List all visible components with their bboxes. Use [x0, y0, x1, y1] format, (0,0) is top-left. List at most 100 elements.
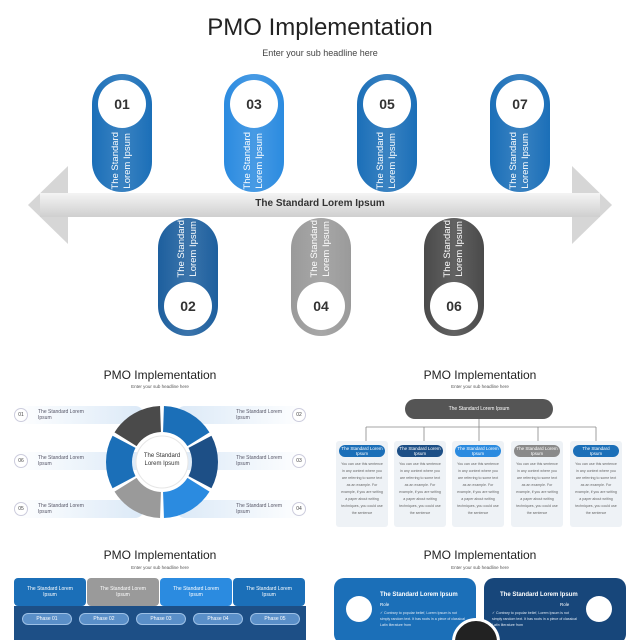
card-header: The Standard Lorem Ipsum — [397, 445, 443, 457]
phase-header: The Standard Lorem Ipsum — [14, 578, 86, 606]
page-title: PMO Implementation — [207, 14, 433, 41]
side-item: The Standard Lorem Ipsum 04 — [176, 500, 306, 518]
step-text-wrap: The Standard Lorem Ipsum — [424, 218, 484, 280]
step-text: The Standard Lorem Ipsum — [110, 132, 133, 190]
step-pill: 02 The Standard Lorem Ipsum — [158, 218, 218, 336]
cycle-segment — [114, 477, 161, 518]
role-title: The Standard Lorem Ipsum — [500, 592, 578, 598]
step-number: 02 — [164, 282, 212, 330]
side-text: The Standard Lorem Ipsum — [236, 503, 282, 515]
step-text-wrap: The Standard Lorem Ipsum — [158, 218, 218, 280]
card-body: You can use this sentence in any context… — [341, 462, 383, 515]
card-header: The Standard Lorem Ipsum — [339, 445, 385, 457]
step-number: 03 — [230, 80, 278, 128]
avatar — [346, 596, 372, 622]
step-pill: 04 The Standard Lorem Ipsum — [291, 218, 351, 336]
thumb2-subtitle: Enter your sub headline here — [451, 384, 509, 389]
role-title: The Standard Lorem Ipsum — [380, 592, 458, 598]
side-number: 04 — [292, 502, 306, 516]
role-desc: ✓ Contrary to popular belief, Lorem Ipsu… — [380, 611, 465, 627]
side-item: 01 The Standard Lorem Ipsum — [14, 406, 144, 424]
step-text: The Standard Lorem Ipsum — [442, 220, 465, 278]
phase-pill: Phase 05 — [250, 613, 300, 625]
role-label: Role — [560, 602, 570, 607]
phase-header: The Standard Lorem Ipsum — [160, 578, 232, 606]
step-text-wrap: The Standard Lorem Ipsum — [490, 130, 550, 192]
thumb2-title: PMO Implementation — [423, 368, 537, 382]
side-number: 01 — [14, 408, 28, 422]
step-text-wrap: The Standard Lorem Ipsum — [291, 218, 351, 280]
step-number: 07 — [496, 80, 544, 128]
cycle-segment — [188, 435, 218, 489]
step-number: 05 — [363, 80, 411, 128]
side-number: 02 — [292, 408, 306, 422]
thumb1-title: PMO Implementation — [103, 368, 217, 382]
step-text: The Standard Lorem Ipsum — [309, 220, 332, 278]
step-number: 04 — [297, 282, 345, 330]
side-text: The Standard Lorem Ipsum — [38, 409, 84, 421]
cycle-diagram — [106, 406, 218, 518]
side-item: 05 The Standard Lorem Ipsum — [14, 500, 144, 518]
step-text: The Standard Lorem Ipsum — [375, 132, 398, 190]
cycle-center-label: The Standard Lorem Ipsum — [143, 453, 181, 467]
side-number: 06 — [14, 454, 28, 468]
phase-pill: Phase 03 — [136, 613, 186, 625]
step-text: The Standard Lorem Ipsum — [508, 132, 531, 190]
cycle-segment — [114, 406, 161, 447]
thumb3-subtitle: Enter your sub headline here — [131, 565, 189, 570]
side-text: The Standard Lorem Ipsum — [38, 503, 84, 515]
timeline-arrow — [40, 193, 600, 217]
card-body: You can use this sentence in any context… — [399, 462, 441, 515]
phase-header: The Standard Lorem Ipsum — [87, 578, 159, 606]
step-number: 01 — [98, 80, 146, 128]
phase-pill: Phase 02 — [79, 613, 129, 625]
side-number: 03 — [292, 454, 306, 468]
step-number: 06 — [430, 282, 478, 330]
card-header: The Standard Lorem Ipsum — [455, 445, 501, 457]
side-number: 05 — [14, 502, 28, 516]
step-text-wrap: The Standard Lorem Ipsum — [224, 130, 284, 192]
phase-pill: Phase 01 — [22, 613, 72, 625]
thumb4-subtitle: Enter your sub headline here — [451, 565, 509, 570]
side-text: The Standard Lorem Ipsum — [236, 409, 282, 421]
card-header: The Standard Lorem Ipsum — [514, 445, 560, 457]
tree-connectors — [365, 419, 597, 441]
role-label: Role — [380, 602, 390, 607]
side-item: The Standard Lorem Ipsum 02 — [176, 406, 306, 424]
step-text-wrap: The Standard Lorem Ipsum — [92, 130, 152, 192]
card-header: The Standard Ipsum — [573, 445, 619, 457]
card-body: You can use this sentence in any context… — [457, 462, 499, 515]
step-text-wrap: The Standard Lorem Ipsum — [357, 130, 417, 192]
card-body: You can use this sentence in any context… — [516, 462, 558, 515]
step-text: The Standard Lorem Ipsum — [242, 132, 265, 190]
tree-root: The Standard Lorem Ipsum — [405, 399, 553, 419]
cycle-segment — [163, 477, 210, 518]
step-text: The Standard Lorem Ipsum — [176, 220, 199, 278]
avatar — [586, 596, 612, 622]
step-pill: 06 The Standard Lorem Ipsum — [424, 218, 484, 336]
phase-header: The Standard Lorem Ipsum — [233, 578, 305, 606]
cycle-segment — [163, 406, 210, 447]
page-subtitle: Enter your sub headline here — [262, 48, 378, 58]
side-text: The Standard Lorem Ipsum — [38, 455, 84, 467]
role-desc: ✓ Contrary to popular belief, Lorem Ipsu… — [492, 611, 577, 627]
arrow-label: The Standard Lorem Ipsum — [255, 198, 385, 209]
side-text: The Standard Lorem Ipsum — [236, 455, 282, 467]
cycle-segment — [106, 435, 136, 489]
card-body: You can use this sentence in any context… — [575, 462, 617, 515]
thumb1-subtitle: Enter your sub headline here — [131, 384, 189, 389]
thumb3-title: PMO Implementation — [103, 548, 217, 562]
thumb4-title: PMO Implementation — [423, 548, 537, 562]
phase-pill: Phase 04 — [193, 613, 243, 625]
